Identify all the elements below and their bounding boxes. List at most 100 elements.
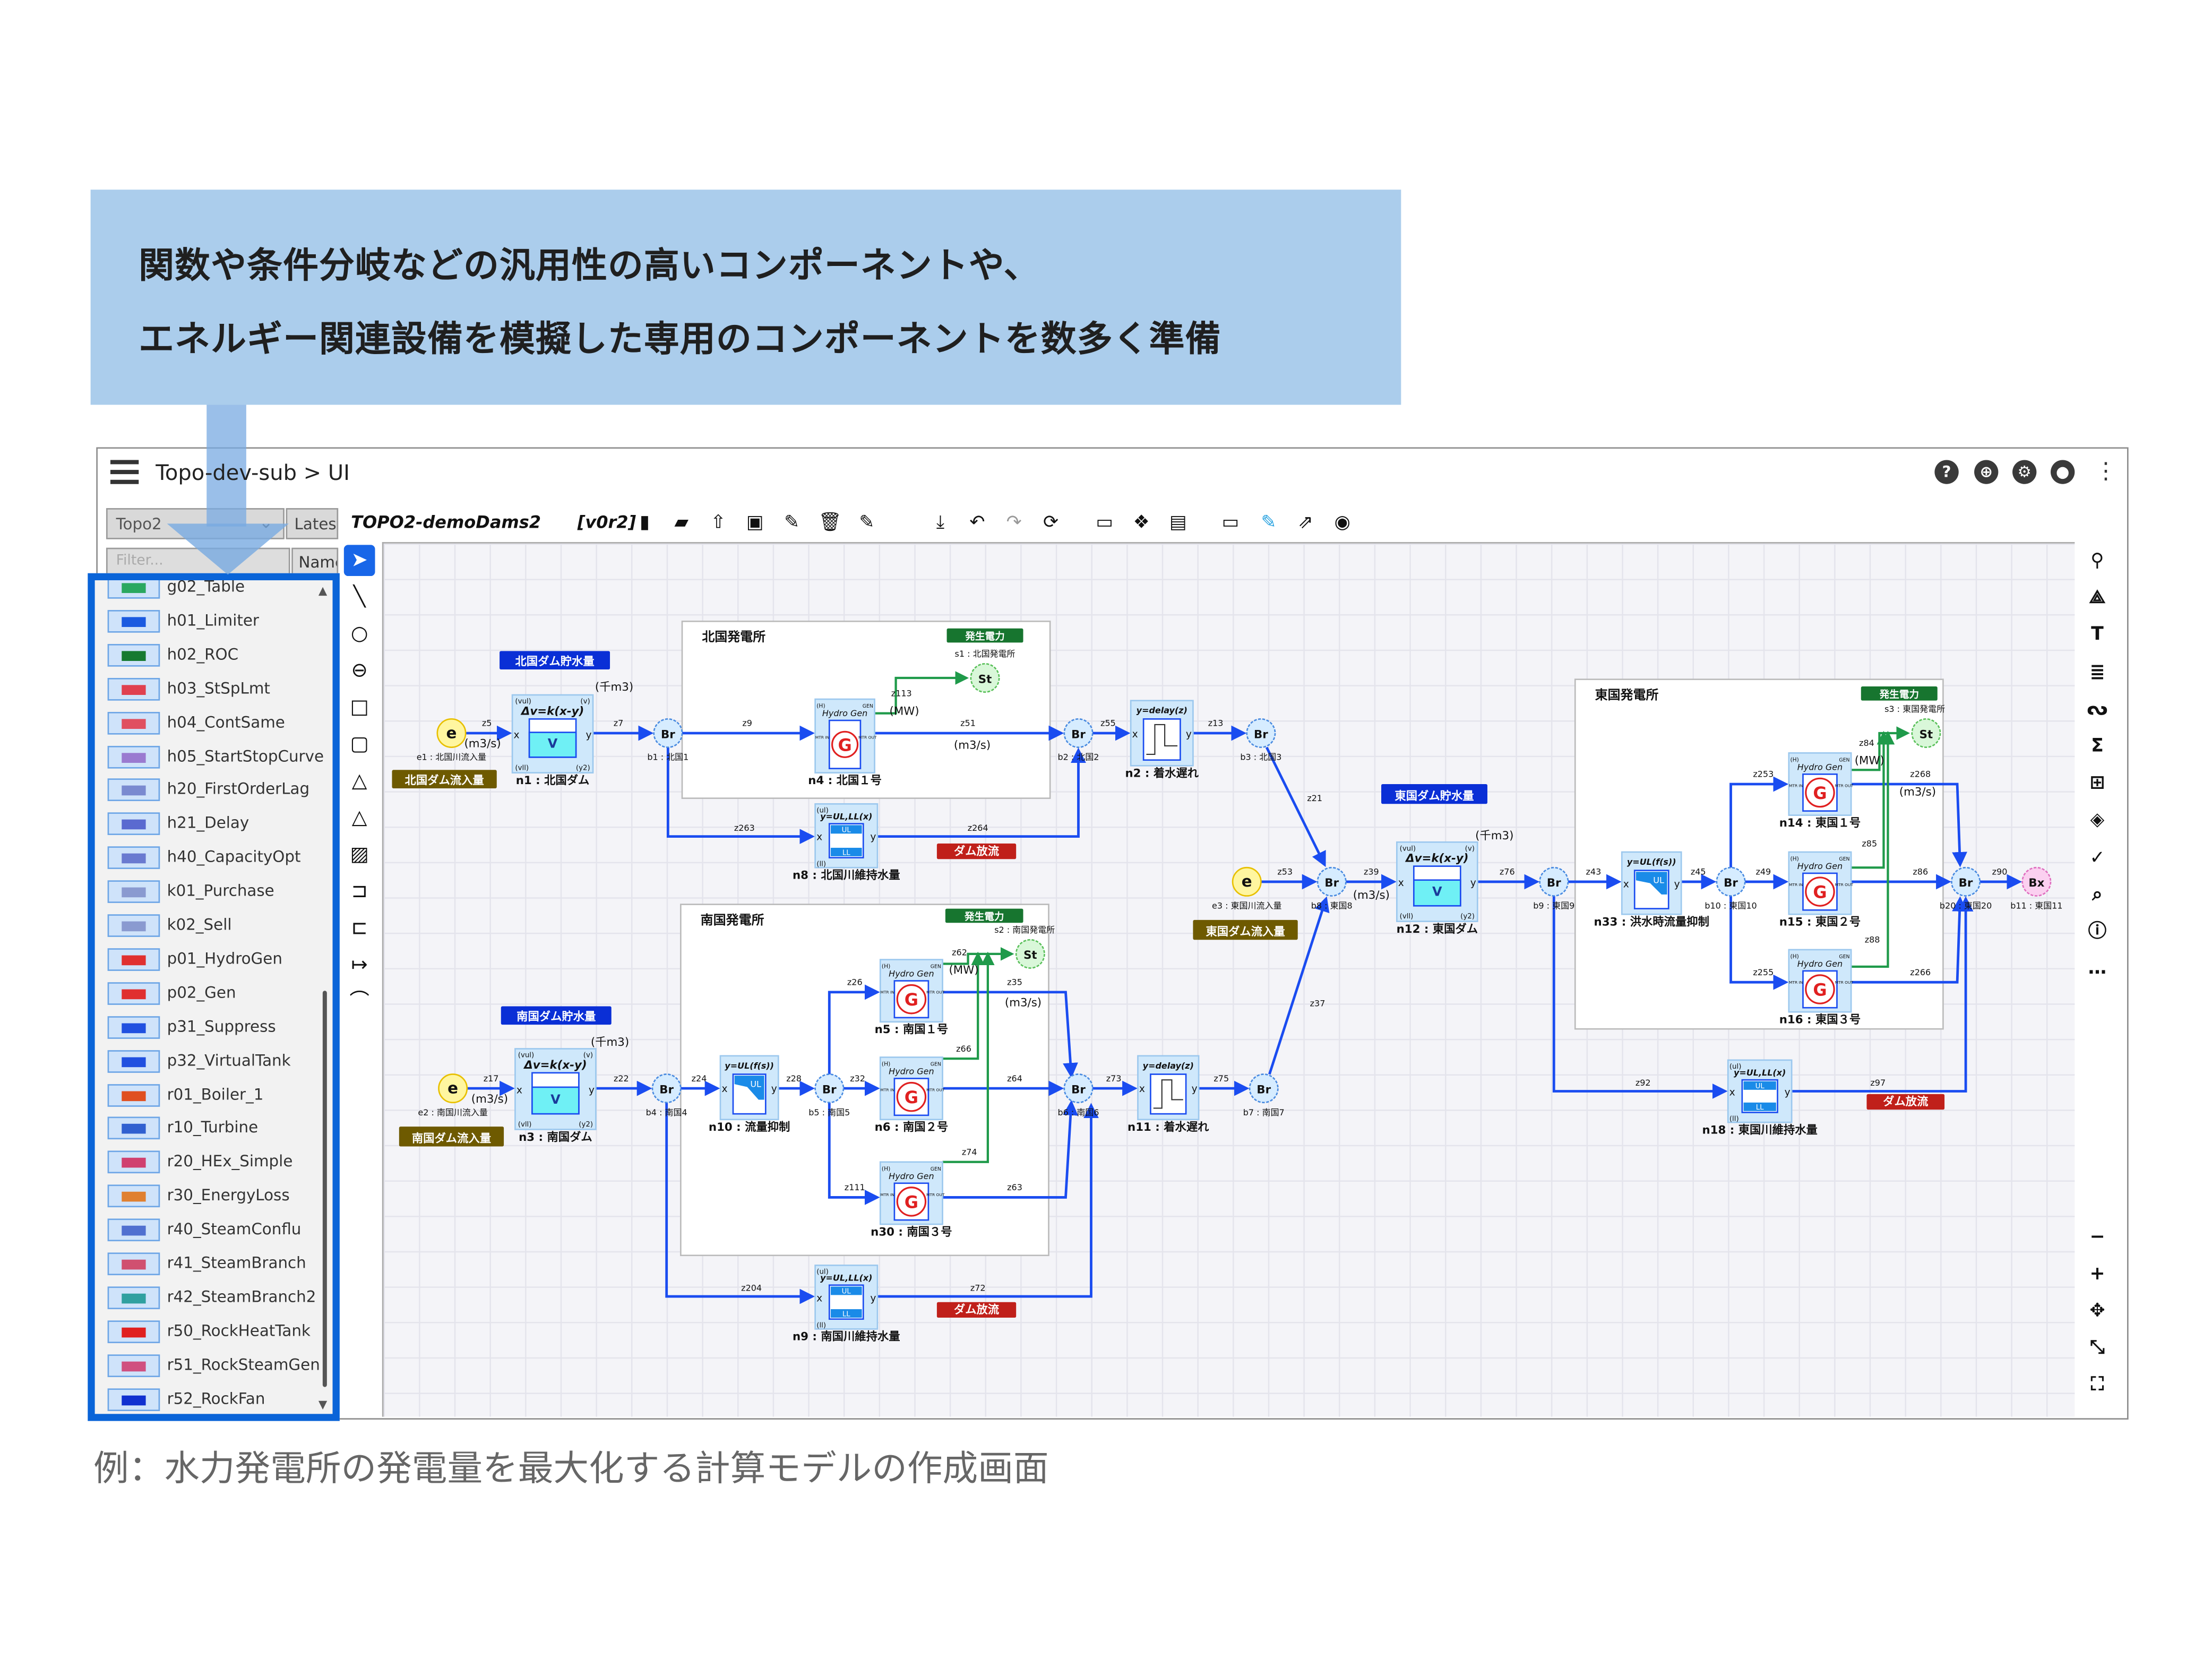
- triangle-outline-tool-icon[interactable]: △: [351, 806, 367, 830]
- scroll-up-icon[interactable]: ▲: [318, 584, 328, 598]
- pan-icon[interactable]: ✥: [2089, 1301, 2105, 1322]
- library-item[interactable]: r10_Turbine: [102, 1114, 314, 1146]
- edge-z74[interactable]: [942, 951, 995, 1163]
- menu-icon[interactable]: [110, 460, 139, 464]
- branch-node-b9[interactable]: [1539, 866, 1569, 897]
- sink-node-s1[interactable]: [970, 663, 1000, 693]
- save-icon[interactable]: ▣: [746, 512, 764, 534]
- help-icon[interactable]: ?: [1934, 460, 1959, 484]
- tag-east_storage[interactable]: [1381, 784, 1487, 804]
- tag-north_inflow[interactable]: [392, 770, 497, 788]
- info-icon[interactable]: ⓘ: [2088, 921, 2107, 943]
- branch-node-b1[interactable]: [653, 718, 683, 748]
- source-node-e2[interactable]: [438, 1073, 468, 1104]
- library-item[interactable]: h03_StSpLmt: [102, 675, 314, 706]
- window-icon[interactable]: ▭: [1221, 512, 1240, 534]
- library-item[interactable]: h01_Limiter: [102, 607, 314, 638]
- shapes-icon[interactable]: ⟁: [2089, 587, 2106, 609]
- edge-z63[interactable]: [942, 1100, 1079, 1199]
- tag-south_inflow[interactable]: [399, 1127, 504, 1147]
- branch-node-b10[interactable]: [1716, 866, 1746, 897]
- account-icon[interactable]: ●: [2051, 460, 2075, 484]
- edge-z37[interactable]: [1268, 896, 1330, 1075]
- more-vert-icon[interactable]: ⋮: [2094, 457, 2118, 484]
- save-as-icon[interactable]: ✎: [784, 512, 800, 534]
- edge-z97[interactable]: [1792, 896, 1974, 1093]
- edge-z113[interactable]: [874, 671, 969, 715]
- library-item[interactable]: r52_RockFan: [102, 1385, 314, 1414]
- tag-south_release[interactable]: [936, 1302, 1017, 1318]
- arrow-line-tool-icon[interactable]: ↦: [351, 953, 368, 977]
- layers-icon[interactable]: ◈: [2090, 810, 2105, 831]
- hierarchy-icon[interactable]: ⊞: [2089, 773, 2105, 795]
- zoom-out-icon[interactable]: −: [2089, 1227, 2105, 1249]
- list-scrollbar[interactable]: [322, 991, 327, 1387]
- circle-tool-icon[interactable]: ○: [350, 623, 368, 646]
- edge-z268[interactable]: [1851, 783, 1967, 867]
- tag-east_release[interactable]: [1866, 1094, 1945, 1110]
- tag-north_storage[interactable]: [500, 651, 610, 670]
- edit-active-icon[interactable]: ✎: [1261, 512, 1277, 534]
- line-tool-icon[interactable]: ╲: [353, 586, 366, 609]
- more-icon[interactable]: …: [2088, 958, 2107, 980]
- branch-node-b2[interactable]: [1063, 718, 1094, 748]
- scroll-down-icon[interactable]: ▼: [318, 1398, 328, 1412]
- refresh-icon[interactable]: ⟳: [1043, 512, 1059, 534]
- edge-z266[interactable]: [1851, 896, 1967, 984]
- database-icon[interactable]: ≣: [2089, 661, 2105, 683]
- download-icon[interactable]: ⤓: [936, 512, 945, 534]
- library-item[interactable]: p01_HydroGen: [102, 945, 314, 977]
- image-tool-icon[interactable]: ▨: [350, 843, 369, 866]
- open-folder-icon[interactable]: ▰: [674, 512, 689, 534]
- library-item[interactable]: h40_CapacityOpt: [102, 844, 314, 875]
- connector2-tool-icon[interactable]: ⊏: [351, 917, 368, 940]
- library-item[interactable]: h05_StartStopCurve: [102, 742, 324, 773]
- export-icon[interactable]: ⇗: [1297, 512, 1313, 534]
- branch-node-b20[interactable]: [1951, 866, 1981, 897]
- fit-icon[interactable]: ⤡: [2090, 1337, 2105, 1359]
- library-item[interactable]: h21_Delay: [102, 810, 314, 841]
- rounded-rect-tool-icon[interactable]: ▢: [350, 733, 369, 756]
- edge-z264[interactable]: [877, 747, 1086, 838]
- triangle-tool-icon[interactable]: △: [351, 770, 367, 793]
- library-item[interactable]: h04_ContSame: [102, 709, 314, 740]
- library-item[interactable]: r51_RockSteamGen: [102, 1351, 320, 1382]
- upload-icon[interactable]: ⇧: [710, 512, 726, 534]
- location-pin-icon[interactable]: ⚲: [2090, 551, 2104, 572]
- branch-node-b4[interactable]: [651, 1073, 682, 1104]
- search-icon[interactable]: ⌕: [2092, 884, 2103, 906]
- route-icon[interactable]: ᔓ: [2087, 699, 2108, 720]
- edge-z88[interactable]: [1851, 730, 1895, 968]
- source-node-e1[interactable]: [436, 718, 467, 748]
- delete-icon[interactable]: 🗑: [818, 512, 842, 534]
- select-pointer-icon[interactable]: ➤: [343, 545, 375, 577]
- edge-z26[interactable]: [828, 984, 880, 1075]
- library-item[interactable]: r30_EnergyLoss: [102, 1182, 314, 1214]
- redo-icon[interactable]: ↷: [1006, 512, 1022, 534]
- edge-z21[interactable]: [1265, 746, 1326, 867]
- connector-tool-icon[interactable]: ⊐: [351, 880, 368, 903]
- tag-south_storage[interactable]: [501, 1006, 612, 1025]
- curve-tool-icon[interactable]: ⌒: [349, 991, 369, 1013]
- undo-icon[interactable]: ↶: [969, 512, 985, 534]
- fullscreen-icon[interactable]: ⛶: [2090, 1374, 2104, 1396]
- library-item[interactable]: r50_RockHeatTank: [102, 1318, 314, 1349]
- text-icon[interactable]: T: [2091, 624, 2104, 646]
- library-item[interactable]: r42_SteamBranch2: [102, 1284, 316, 1315]
- sigma-icon[interactable]: Σ: [2091, 736, 2104, 758]
- sink-node-s2[interactable]: [1015, 939, 1045, 969]
- clipboard-icon[interactable]: ▤: [1169, 512, 1187, 534]
- half-circle-tool-icon[interactable]: ⊖: [351, 659, 368, 683]
- version-select[interactable]: Latest: [286, 508, 339, 539]
- monitor-icon[interactable]: ▭: [1096, 512, 1114, 534]
- edge-z92[interactable]: [1552, 896, 1728, 1099]
- globe-icon[interactable]: ⊕: [1974, 460, 1999, 484]
- library-item[interactable]: p31_Suppress: [102, 1013, 314, 1044]
- library-item[interactable]: h02_ROC: [102, 641, 314, 672]
- edit-icon[interactable]: ✎: [859, 512, 875, 534]
- library-item[interactable]: k02_Sell: [102, 912, 314, 943]
- edge-z35[interactable]: [942, 991, 1078, 1078]
- power-badge-east[interactable]: [1861, 686, 1938, 701]
- rectangle-tool-icon[interactable]: □: [350, 696, 369, 719]
